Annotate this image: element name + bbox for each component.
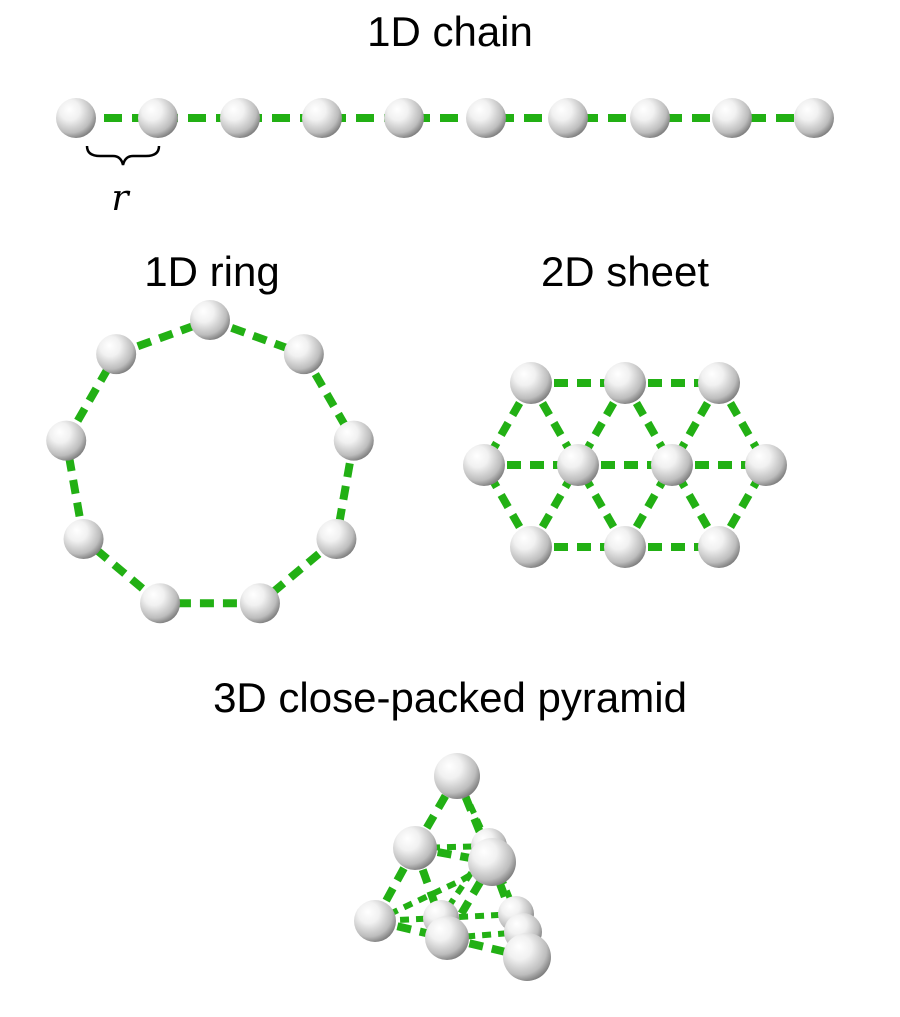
chain-atom [466, 98, 506, 138]
pyramid-atom [393, 826, 437, 870]
ring-bond [332, 439, 358, 540]
sheet-atom [463, 444, 505, 486]
ring-bond [300, 352, 358, 443]
chain-atom [712, 98, 752, 138]
chain-atom [548, 98, 588, 138]
pyramid-bond [440, 911, 517, 921]
sheet-atom [604, 526, 646, 568]
sheet-atom [698, 362, 740, 404]
ring-bond [62, 352, 120, 443]
ring-title: 1D ring [144, 248, 279, 295]
pyramid-atom [503, 933, 551, 981]
ring-atom [283, 334, 324, 375]
chain-lattice [56, 98, 834, 138]
chain-title: 1D chain [367, 8, 533, 55]
chain-atom [384, 98, 424, 138]
sheet-atom [745, 444, 787, 486]
chain-atom [630, 98, 670, 138]
sheet-atom [651, 444, 693, 486]
ring-bond [80, 535, 163, 607]
pyramid-bond [446, 929, 524, 941]
spacing-label: r [111, 178, 130, 219]
pyramid-bond [414, 843, 490, 851]
chain-atom [794, 98, 834, 138]
ring-bond [114, 316, 212, 358]
pyramid-atom [425, 916, 469, 960]
sheet-lattice [463, 362, 787, 568]
spacing-brace [85, 145, 161, 166]
ring-atom [333, 420, 374, 461]
ring-bond [62, 439, 88, 540]
pyramid-atom [468, 838, 516, 886]
ring-atom [190, 300, 230, 340]
ring-atom [316, 519, 357, 559]
pyramid-lattice [354, 753, 551, 981]
ring-atom [63, 519, 104, 559]
ring-bond [257, 535, 340, 607]
chain-atom [220, 98, 260, 138]
sheet-title: 2D sheet [541, 248, 709, 295]
pyramid-atom [354, 900, 396, 942]
ring-atom [239, 583, 280, 624]
chain-atom [302, 98, 342, 138]
sheet-atom [510, 362, 552, 404]
sheet-atom [557, 444, 599, 486]
pyramid-atom [434, 753, 480, 799]
chain-atom [56, 98, 96, 138]
ring-atom [140, 583, 181, 624]
ring-atom [46, 420, 87, 461]
sheet-atom [698, 526, 740, 568]
ring-atom [96, 334, 137, 375]
ring-lattice [46, 300, 374, 624]
ring-bond [208, 316, 306, 358]
sheet-atom [604, 362, 646, 404]
pyramid-title: 3D close-packed pyramid [213, 674, 687, 721]
sheet-atom [510, 526, 552, 568]
chain-atom [138, 98, 178, 138]
